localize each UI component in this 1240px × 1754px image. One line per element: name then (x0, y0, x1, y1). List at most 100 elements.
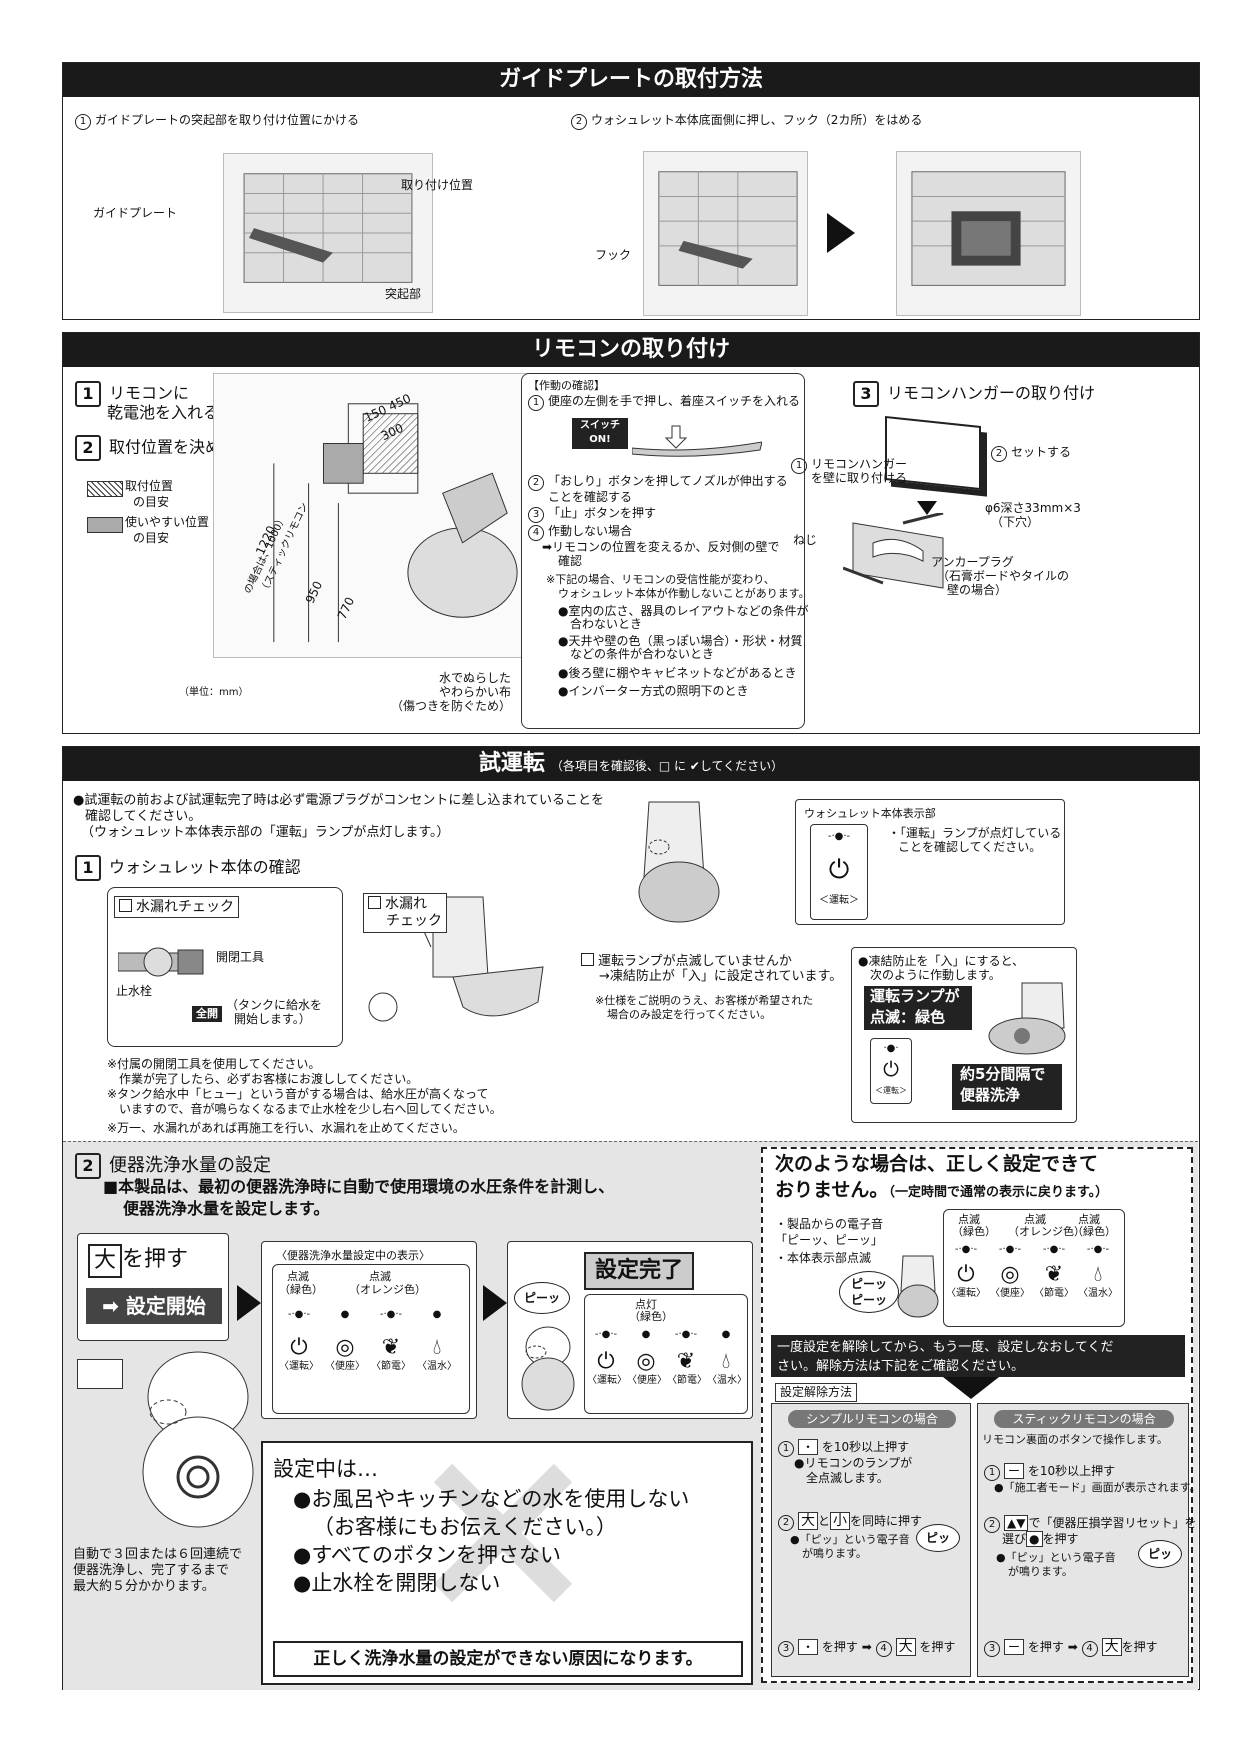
lamp-blink-icon: -·●·- (954, 1244, 978, 1255)
note-tool: ※付属の開閉工具を使用してください。 (107, 1057, 321, 1071)
checkbox[interactable] (581, 953, 594, 966)
stick-step-2c: ●「ピッ」という電子音 (996, 1551, 1116, 1564)
anchor-label-2: （石膏ボードやタイルの (937, 569, 1070, 583)
lamp-lit-icon: -·●·- (674, 1329, 698, 1340)
seat-icon: ◎ (1000, 1262, 1020, 1287)
large-key[interactable]: 大 (798, 1512, 818, 1530)
lamp-lit-icon: -·●·- (827, 831, 851, 842)
stop-button[interactable]: ・ (798, 1439, 819, 1455)
circle-number-icon: 1 (75, 114, 91, 130)
check-4a: ➡リモコンの位置を変えるか、反対側の壁で (542, 540, 780, 554)
during-title: 設定中は… (273, 1457, 378, 1481)
label-warm: 〈温水〉 (1078, 1288, 1118, 1299)
check-2: 2「おしり」ボタンを押してノズルが伸出する (528, 474, 788, 491)
small-key[interactable]: 小 (830, 1512, 851, 1530)
large-key[interactable]: 大 (895, 1638, 916, 1656)
large-flush-key[interactable]: 大 (88, 1244, 122, 1278)
not-set-title-2: おりません。（一定時間で通常の表示に戻ります。） (775, 1179, 1109, 1201)
done-display-panel: 点灯 （緑色） -·●·- ● -·●·- ● ⏻〈運転〉 ◎〈便座〉 ❦〈節電… (584, 1294, 748, 1414)
freeze-box: ●凍結防止を「入」にすると、 次のように作動します。 運転ランプが点滅：緑色 ·… (851, 947, 1077, 1123)
blink-green-2: （緑色） (279, 1283, 323, 1296)
label-bump: 突起部 (385, 287, 422, 301)
lamp-off-icon: ● (641, 1329, 651, 1340)
blink-note-2: ※仕様をご説明のうえ、お客様が希望された (595, 994, 814, 1007)
pi-bubble: ピッ (916, 1524, 960, 1552)
bullet-1b: 合わないとき (570, 617, 643, 631)
checkbox[interactable] (119, 899, 132, 912)
step-number: 3 (853, 381, 879, 407)
done-title: 設定完了 (584, 1252, 694, 1290)
nb-1b: （緑色） (952, 1225, 996, 1238)
label-hook: フック (595, 248, 632, 262)
lit-label: 点灯 (635, 1298, 657, 1311)
guide-plate-illustration-3 (896, 151, 1081, 316)
during-2: （お客様にもお伝えください。） (313, 1515, 617, 1539)
check-4b: 確認 (558, 554, 583, 568)
note-tool-2: 作業が完了したら、必ずお客様にお渡ししてください。 (119, 1072, 419, 1086)
label-run: 〈運転〉 (587, 1375, 627, 1386)
during-1: ●お風呂やキッチンなどの水を使用しない (293, 1487, 690, 1511)
bullet-3: ●後ろ壁に棚やキャビネットなどがあるとき (558, 666, 797, 680)
unit-label: （単位：mm） (179, 687, 249, 698)
display-note: ・「運転」ランプが点灯している (888, 826, 1062, 840)
auto-note: 自動で３回または６回連続で (73, 1547, 243, 1562)
lamp-blink-icon: -·●·- (1086, 1244, 1110, 1255)
power-icon: ⏻ (597, 1349, 615, 1374)
leak-check: 水漏れチェック (114, 896, 239, 918)
note-noise-2: いますので、音が鳴らなくなるまで止水栓を少し右へ回してください。 (119, 1102, 502, 1116)
step-number: 2 (75, 1153, 101, 1179)
blink-check: 運転ランプが点滅していませんか (581, 953, 792, 969)
leak-check-2: 水漏れチェック (363, 893, 447, 933)
intro-3: （ウォシュレット本体表示部の「運転」ランプが点灯します。） (81, 825, 450, 840)
lamp-blink-icon: -·●·- (287, 1309, 311, 1320)
lamp-blink-icon: -·●·- (1042, 1244, 1066, 1255)
valve-check-box: 水漏れチェック 開閉工具 止水栓 全開 （タンクに給水を 開始します。） (107, 887, 343, 1047)
stop-button[interactable]: ー (1004, 1463, 1025, 1479)
water-drop-icon: 💧︎ (1093, 1262, 1103, 1287)
power-icon: ⏻ (883, 1057, 899, 1081)
cloth-note-2: やわらかい布 (439, 685, 512, 699)
tank-note: （タンクに給水を (226, 998, 323, 1012)
leaf-icon: ❦ (676, 1349, 696, 1374)
label-eco: 〈節電〉 (371, 1361, 411, 1372)
stop-button[interactable]: ・ (798, 1639, 819, 1655)
label-eco: 〈節電〉 (1034, 1288, 1074, 1299)
up-down-keys[interactable]: ▲▼ (1004, 1515, 1029, 1531)
confirm-key[interactable]: ● (1026, 1531, 1043, 1547)
stop-button[interactable]: ー (1004, 1639, 1025, 1655)
intro-1: ●試運転の前および試運転完了時は必ず電源プラグがコンセントに差し込まれていること… (73, 793, 604, 808)
guide-plate-illustration-2 (643, 151, 808, 316)
lamp-off-icon: ● (721, 1329, 731, 1340)
label-warm: 〈温水〉 (707, 1375, 747, 1386)
lamp-off-icon: ● (432, 1309, 442, 1320)
stick-step-2d: が鳴ります。 (1008, 1565, 1073, 1578)
full-open-badge: 全開 (192, 1006, 222, 1022)
during-setting-box: 設定中は… ●お風呂やキッチンなどの水を使用しない （お客様にもお伝えください。… (261, 1441, 753, 1685)
lamp-off-icon: ● (340, 1309, 350, 1320)
blink-note: →凍結防止が「入」に設定されています。 (599, 969, 843, 984)
setting-line-2: 便器洗浄水量を設定します。 (123, 1199, 330, 1218)
hole-spec: φ6深さ33mm×3 (985, 501, 1081, 515)
large-key[interactable]: 大 (1101, 1638, 1122, 1656)
guide-plate-illustration-1 (223, 153, 433, 313)
hole-spec-2: （下穴） (991, 515, 1040, 529)
press-start-bubble: 大 を押す ➡ 設定開始 (77, 1233, 229, 1341)
display-panel: -·●·- ⏻ ＜運転＞ (810, 824, 868, 920)
tool-label: 開閉工具 (216, 950, 265, 964)
checkbox[interactable] (368, 896, 381, 909)
step-1-heading-2: 乾電池を入れる (107, 403, 220, 422)
tank-note-2: 開始します。） (234, 1012, 311, 1026)
note-1: ※下記の場合、リモコンの受信性能が変わり、 (546, 573, 775, 586)
note-leak: ※万一、水漏れがあれば再施工を行い、水漏れを止めてください。 (107, 1121, 465, 1135)
